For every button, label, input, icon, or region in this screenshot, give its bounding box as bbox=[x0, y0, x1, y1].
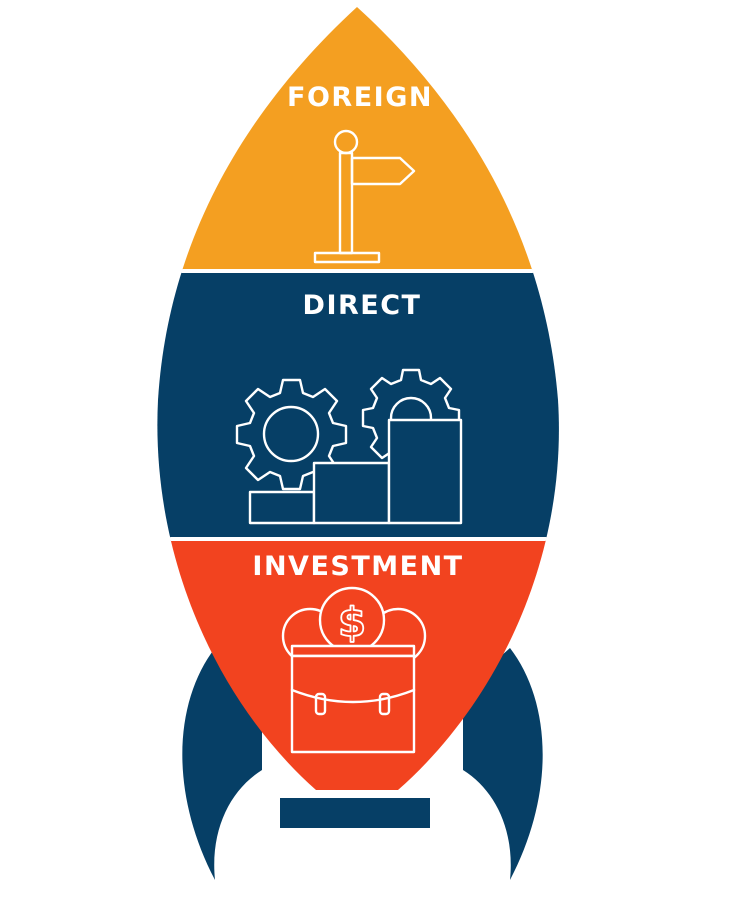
right-fin bbox=[463, 648, 543, 880]
band-divider-2 bbox=[157, 537, 559, 541]
briefcase-body bbox=[290, 654, 416, 754]
label-foreign: FOREIGN bbox=[287, 82, 433, 113]
box-left bbox=[248, 490, 316, 525]
large-gear-icon bbox=[235, 378, 348, 491]
left-fin bbox=[182, 648, 262, 880]
rocket-nozzle bbox=[280, 798, 430, 828]
signpost-icon bbox=[313, 129, 416, 264]
briefcase-with-coins-icon: $ bbox=[281, 586, 427, 754]
gears-and-boxes-icon bbox=[235, 368, 463, 525]
box-middle bbox=[312, 461, 391, 525]
box-right bbox=[387, 418, 463, 525]
label-investment: INVESTMENT bbox=[252, 551, 463, 582]
band-foreign bbox=[157, 7, 559, 270]
band-divider-1 bbox=[157, 269, 559, 273]
label-direct: DIRECT bbox=[303, 290, 422, 321]
dollar-sign-icon: $ bbox=[338, 600, 366, 646]
